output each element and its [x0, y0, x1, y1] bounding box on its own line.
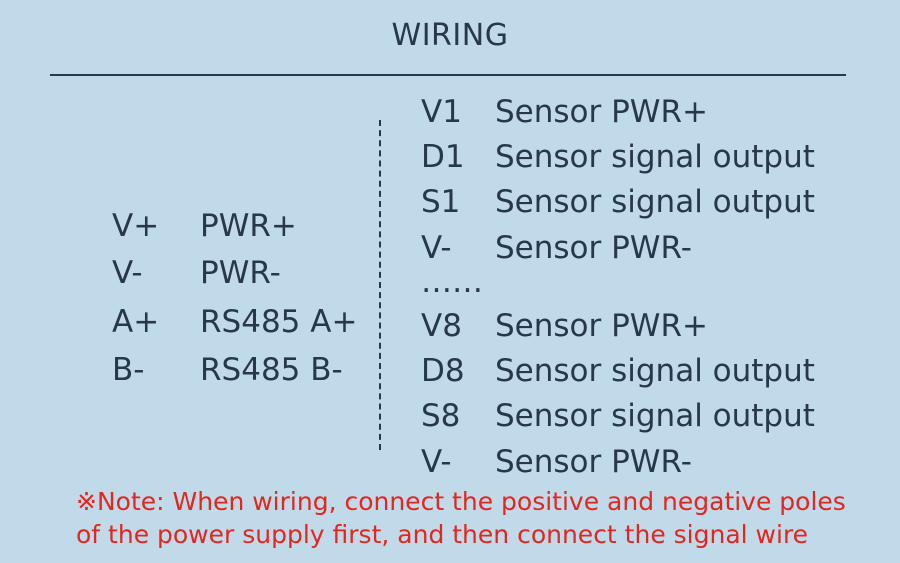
- note-line-2: of the power supply first, and then conn…: [76, 520, 809, 549]
- pin-desc: Sensor signal output: [495, 398, 815, 434]
- pin-desc: Sensor signal output: [495, 184, 815, 220]
- pin-desc: RS485 B-: [200, 352, 343, 388]
- note-line-1: ※Note: When wiring, connect the positive…: [76, 487, 846, 516]
- pin-desc: Sensor PWR-: [495, 444, 692, 480]
- pin-code: S8: [421, 398, 461, 434]
- pin-desc: PWR-: [200, 255, 281, 291]
- pin-code: D1: [421, 139, 465, 175]
- pin-code: V-: [421, 230, 452, 266]
- wiring-note: ※Note: When wiring, connect the positive…: [76, 485, 866, 551]
- pin-desc: Sensor signal output: [495, 139, 815, 175]
- pin-code: A+: [112, 304, 160, 340]
- pin-code: V8: [421, 308, 462, 344]
- pin-code: D8: [421, 353, 465, 389]
- pin-code: B-: [112, 352, 145, 388]
- pin-code: V-: [112, 255, 143, 291]
- pin-code: V-: [421, 444, 452, 480]
- pin-desc: Sensor signal output: [495, 353, 815, 389]
- ellipsis-text: ……: [421, 264, 483, 300]
- pin-desc: Sensor PWR-: [495, 230, 692, 266]
- dashed-divider: [379, 120, 381, 450]
- pin-code: V+: [112, 208, 160, 244]
- pin-desc: RS485 A+: [200, 304, 358, 340]
- pin-code: V1: [421, 94, 462, 130]
- wiring-title: WIRING: [391, 18, 509, 53]
- pin-code: S1: [421, 184, 461, 220]
- pin-desc: PWR+: [200, 208, 297, 244]
- title-underline: [50, 74, 846, 76]
- pin-desc: Sensor PWR+: [495, 308, 708, 344]
- pin-desc: Sensor PWR+: [495, 94, 708, 130]
